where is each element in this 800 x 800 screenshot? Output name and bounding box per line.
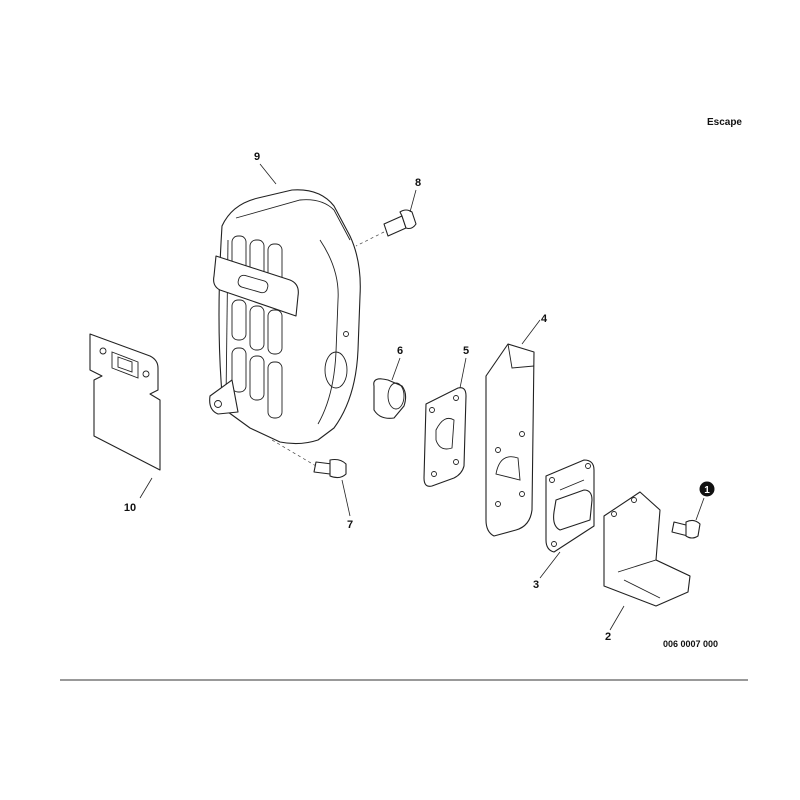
part-1-screw[interactable] bbox=[671, 519, 701, 539]
callout-2: 2 bbox=[605, 631, 611, 643]
leader-2 bbox=[609, 605, 625, 631]
callout-9: 9 bbox=[254, 151, 260, 163]
part-6-sleeve[interactable] bbox=[373, 378, 407, 419]
leader-6 bbox=[391, 357, 401, 381]
callout-7: 7 bbox=[347, 519, 353, 531]
callout-10: 10 bbox=[124, 502, 136, 514]
callout-1: 1 bbox=[704, 485, 710, 496]
callout-1-marker: 1 bbox=[699, 481, 715, 497]
callout-3: 3 bbox=[533, 579, 539, 591]
leader-7 bbox=[341, 479, 351, 517]
callout-4: 4 bbox=[541, 313, 548, 325]
leader-8 bbox=[409, 189, 417, 213]
leader-10 bbox=[139, 477, 153, 499]
leader-9 bbox=[259, 163, 277, 185]
part-5-gasket[interactable] bbox=[423, 387, 467, 487]
callout-6: 6 bbox=[397, 345, 403, 357]
callout-5: 5 bbox=[463, 345, 469, 357]
part-4-plate[interactable] bbox=[485, 343, 535, 537]
part-2-bracket[interactable] bbox=[603, 491, 691, 607]
leader-3 bbox=[539, 551, 561, 579]
diagram-code: 006 0007 000 bbox=[663, 639, 718, 649]
part-10-gasket[interactable] bbox=[89, 333, 161, 471]
part-3-block[interactable] bbox=[545, 459, 595, 553]
diagram-title: Escape bbox=[707, 117, 742, 128]
leader-1 bbox=[695, 497, 705, 521]
part-7-screw[interactable] bbox=[271, 439, 347, 479]
part-8-screw[interactable] bbox=[355, 209, 417, 247]
leader-4 bbox=[521, 319, 541, 345]
callout-8: 8 bbox=[415, 177, 421, 189]
part-9-muffler[interactable] bbox=[209, 189, 361, 445]
leader-5 bbox=[459, 357, 467, 389]
